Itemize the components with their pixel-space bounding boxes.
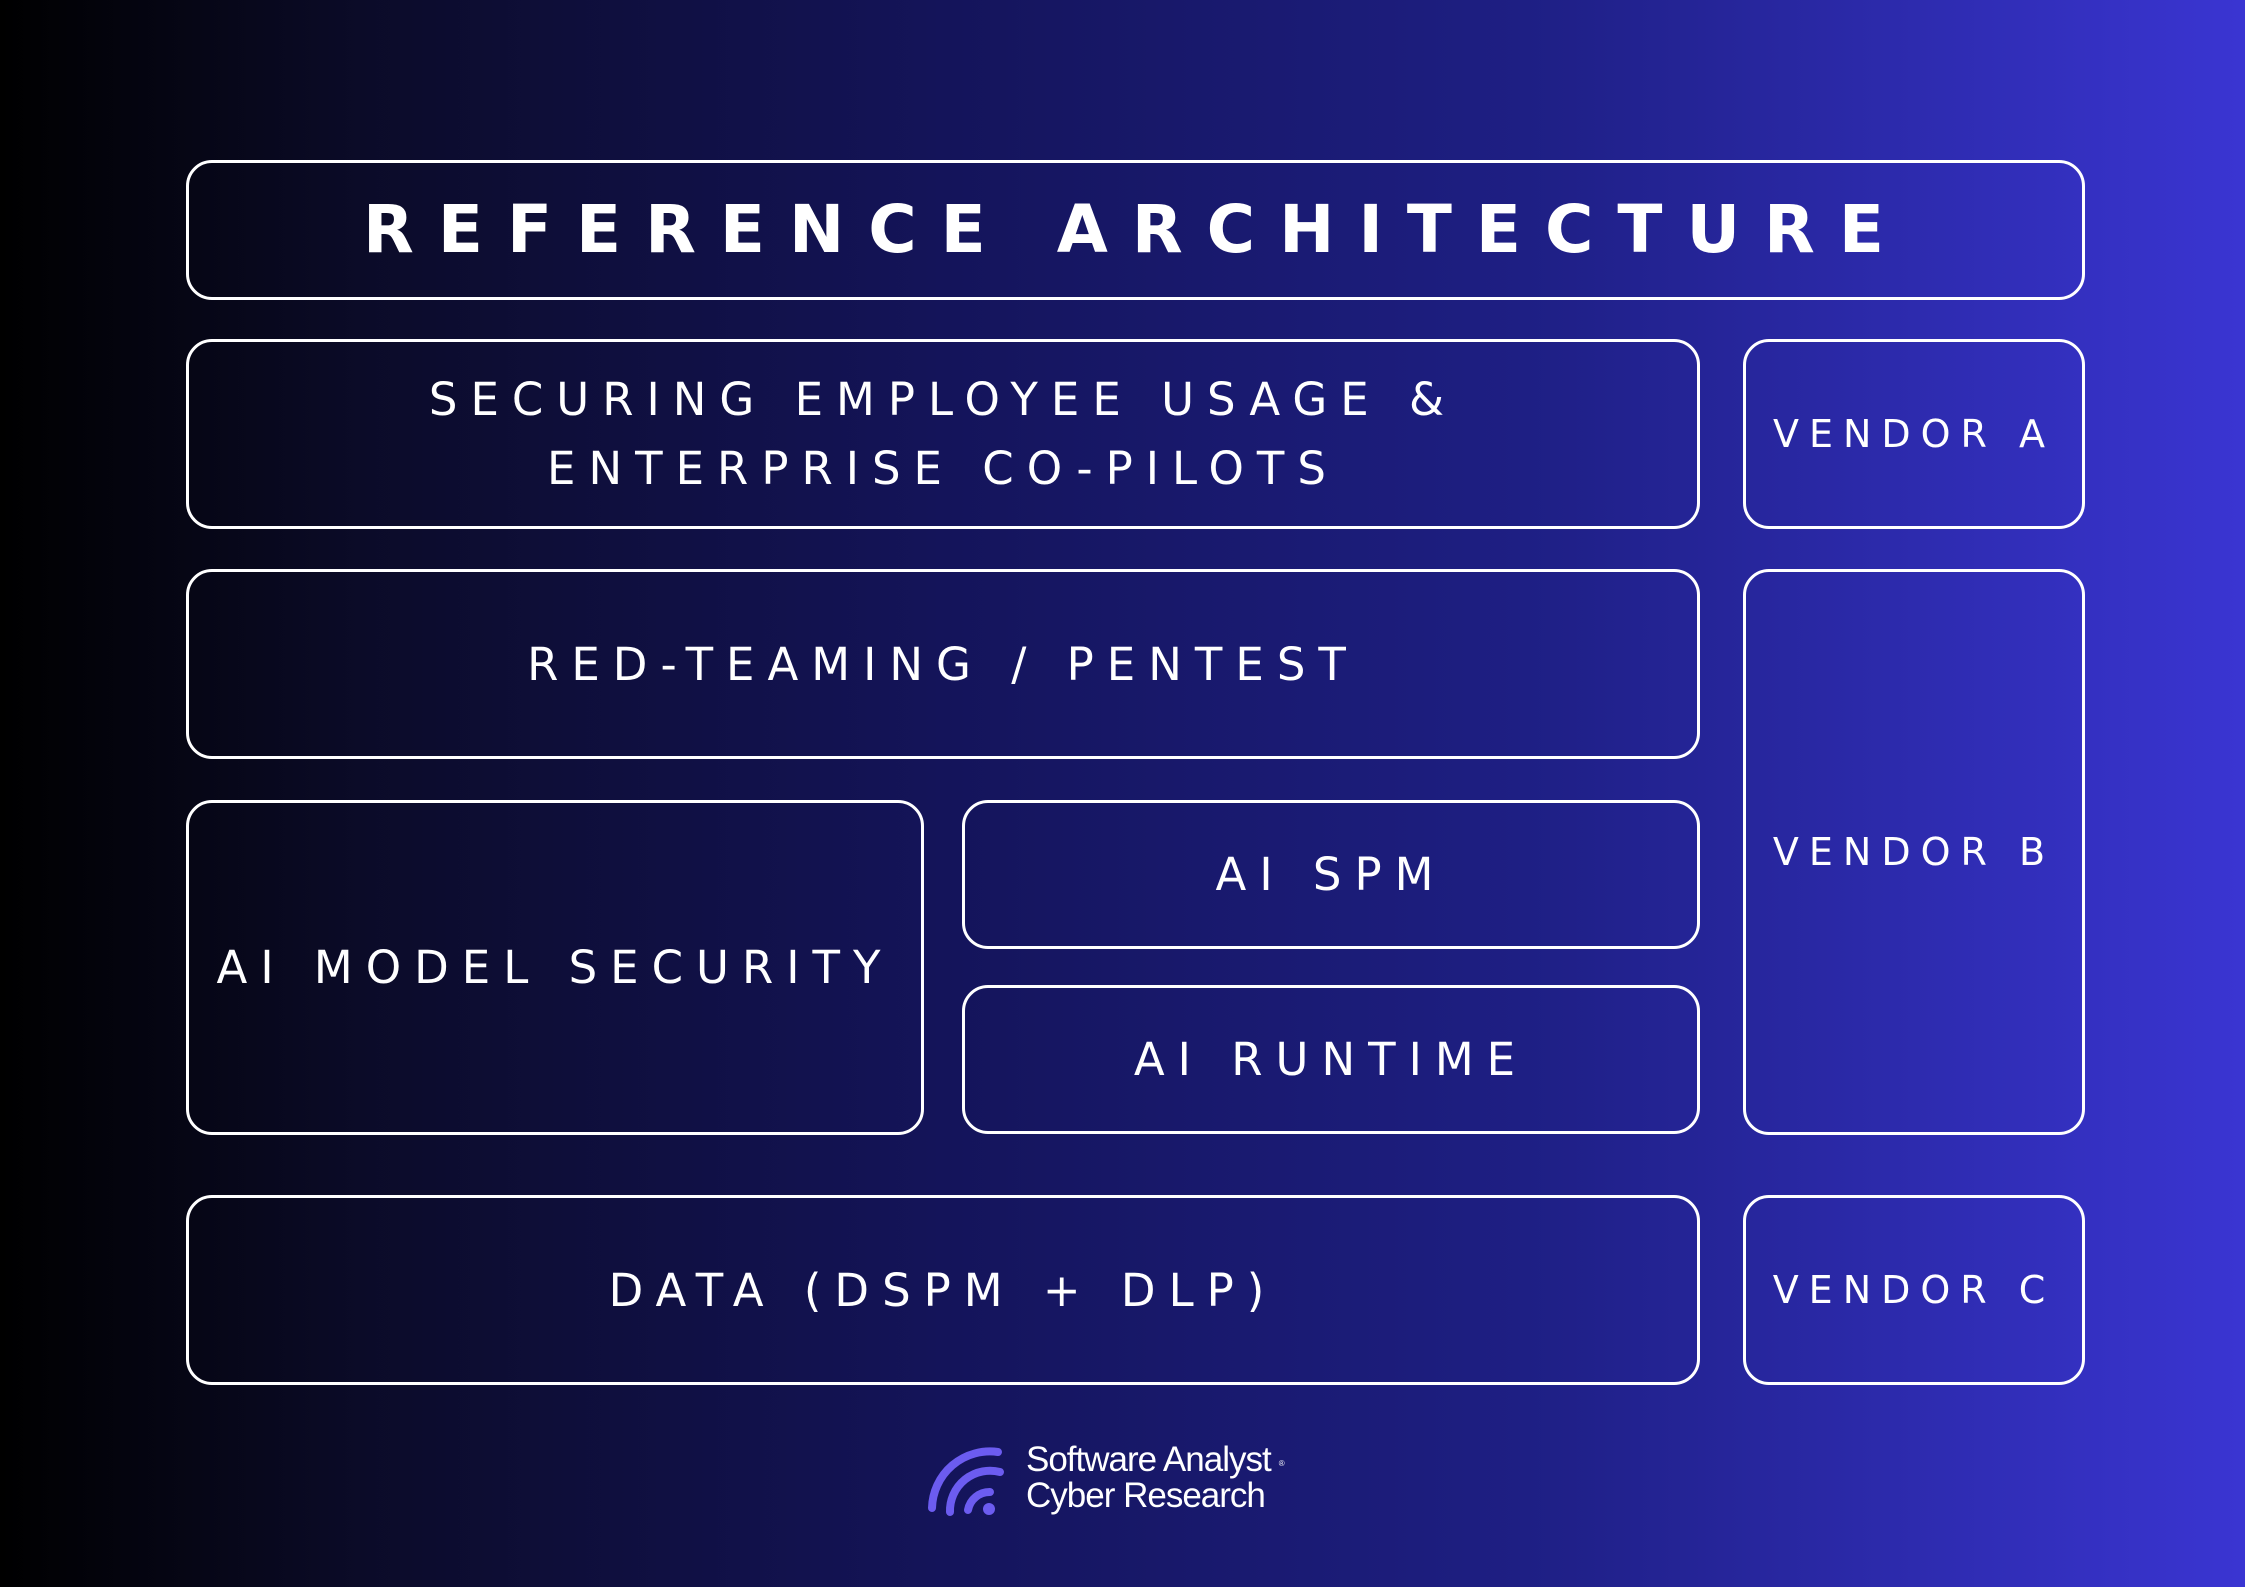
brand-wordmark: Software Analyst ® Cyber Research	[1026, 1440, 1285, 1515]
ai-spm-label: AI SPM	[1215, 848, 1447, 901]
vendor-b-box: VENDOR B	[1743, 569, 2085, 1135]
brand-name-line2: Cyber Research	[1026, 1476, 1266, 1515]
employee-usage-label-line2: ENTERPRISE CO-PILOTS	[547, 442, 1339, 495]
diagram-title: REFERENCE ARCHITECTURE	[363, 191, 1908, 268]
red-teaming-box: RED-TEAMING / PENTEST	[186, 569, 1700, 759]
ai-model-security-box: AI MODEL SECURITY	[186, 800, 924, 1135]
vendor-b-label: VENDOR B	[1772, 830, 2056, 874]
ai-spm-box: AI SPM	[962, 800, 1700, 949]
title-box: REFERENCE ARCHITECTURE	[186, 160, 2085, 300]
vendor-c-label: VENDOR C	[1772, 1268, 2056, 1312]
vendor-a-label: VENDOR A	[1772, 412, 2056, 456]
data-layer-label: DATA (DSPM + DLP)	[608, 1263, 1278, 1317]
red-teaming-label: RED-TEAMING / PENTEST	[527, 637, 1359, 691]
ai-model-security-label: AI MODEL SECURITY	[216, 941, 894, 994]
data-layer-box: DATA (DSPM + DLP)	[186, 1195, 1700, 1385]
vendor-c-box: VENDOR C	[1743, 1195, 2085, 1385]
ai-runtime-label: AI RUNTIME	[1133, 1033, 1529, 1086]
employee-usage-box: SECURING EMPLOYEE USAGE & ENTERPRISE CO-…	[186, 339, 1700, 529]
brand-logo: Software Analyst ® Cyber Research	[924, 1438, 1285, 1518]
employee-usage-label-line1: SECURING EMPLOYEE USAGE &	[428, 373, 1458, 426]
brand-name-line1-text: Software Analyst	[1026, 1440, 1272, 1479]
vendor-a-box: VENDOR A	[1743, 339, 2085, 529]
ai-runtime-box: AI RUNTIME	[962, 985, 1700, 1134]
trademark-mark: ®	[1278, 1459, 1285, 1468]
wifi-signal-icon	[928, 1447, 1004, 1516]
brand-name-line1: Software Analyst ®	[1026, 1440, 1285, 1479]
